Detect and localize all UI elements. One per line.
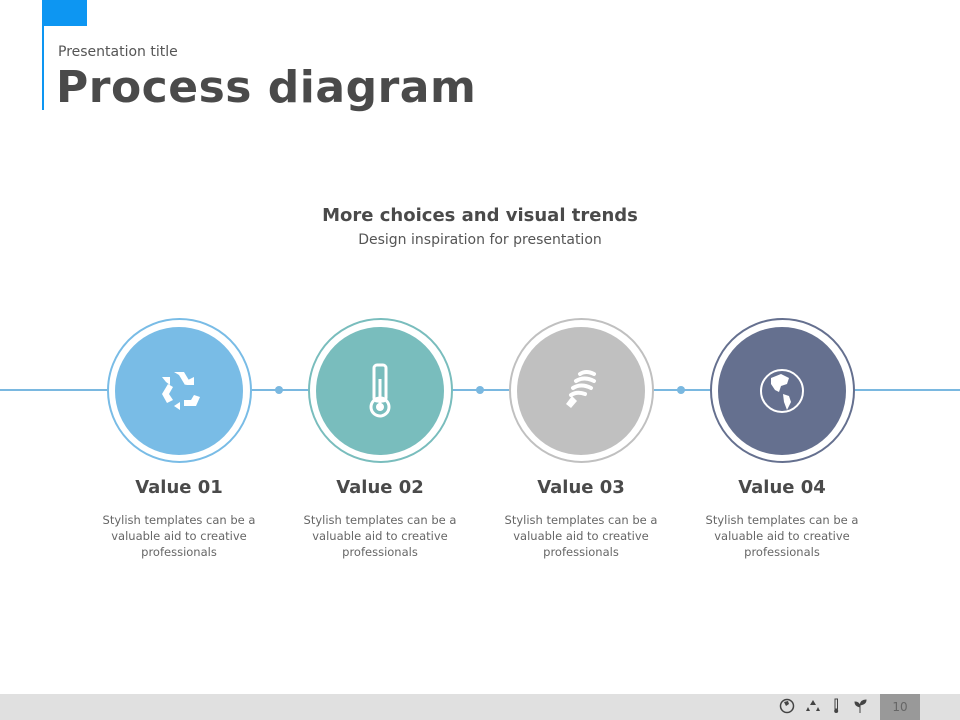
step-description: Stylish templates can be a valuable aid …: [705, 513, 859, 559]
step-title: Value 04: [738, 477, 826, 498]
page-title: Process diagram: [56, 62, 477, 113]
process-step-4: Value 04 Stylish templates can be a valu…: [682, 318, 882, 560]
step-circle: [115, 326, 243, 455]
step-title: Value 03: [537, 477, 625, 498]
accent-line: [42, 26, 44, 110]
recycle-icon: [806, 700, 820, 711]
step-ring: [106, 318, 252, 463]
footer-bar: [0, 694, 960, 720]
process-step-3: Value 03 Stylish templates can be a valu…: [481, 318, 681, 560]
step-ring: [307, 318, 453, 463]
page-number: 10: [880, 694, 920, 720]
globe-icon: [760, 368, 804, 413]
step-description: Stylish templates can be a valuable aid …: [303, 513, 457, 559]
process-step-2: Value 02 Stylish templates can be a valu…: [280, 318, 480, 560]
timeline-dot: [275, 386, 283, 394]
section-heading: More choices and visual trends: [322, 205, 638, 226]
step-title: Value 02: [336, 477, 424, 498]
plant-icon: [854, 699, 867, 713]
section-subtitle: Design inspiration for presentation: [358, 232, 602, 248]
accent-block: [42, 0, 87, 26]
step-circle: [718, 326, 846, 455]
light-bulb-icon: [566, 369, 596, 408]
thermometer-icon: [369, 363, 391, 417]
globe-icon: [779, 698, 795, 714]
step-circle: [316, 326, 444, 455]
step-description: Stylish templates can be a valuable aid …: [102, 513, 256, 559]
thermometer-icon: [834, 698, 839, 713]
timeline-dot: [677, 386, 685, 394]
timeline-dot: [476, 386, 484, 394]
step-ring: [709, 318, 855, 463]
step-ring: [508, 318, 654, 463]
recycle-icon: [162, 371, 200, 410]
step-circle: [517, 326, 645, 455]
process-step-1: Value 01 Stylish templates can be a valu…: [79, 318, 279, 560]
presentation-title: Presentation title: [58, 44, 178, 60]
step-title: Value 01: [135, 477, 223, 498]
step-description: Stylish templates can be a valuable aid …: [504, 513, 658, 559]
